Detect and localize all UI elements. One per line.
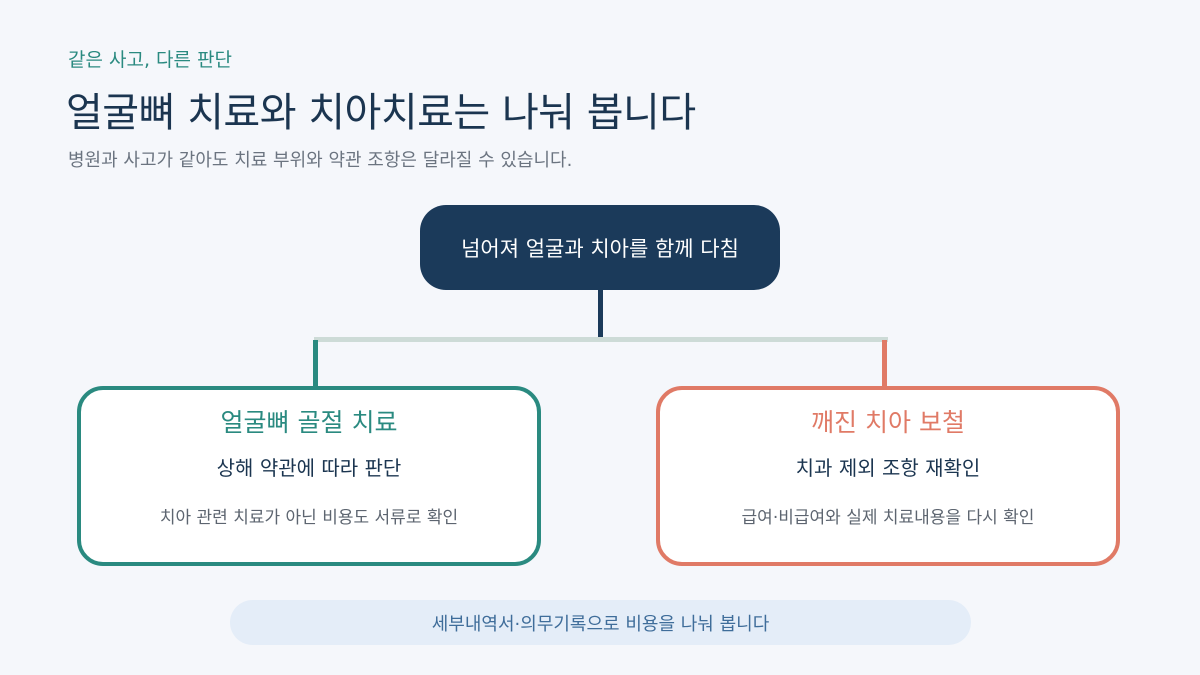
- connector-right-drop: [882, 340, 887, 386]
- footer-pill: 세부내역서·의무기록으로 비용을 나눠 봅니다: [230, 600, 971, 645]
- branch-title: 깨진 치아 보철: [811, 408, 965, 437]
- branch-note: 치아 관련 치료가 아닌 비용도 서류로 확인: [159, 508, 459, 528]
- connector-stem: [598, 290, 603, 337]
- root-node: 넘어져 얼굴과 치아를 함께 다침: [420, 205, 780, 290]
- branch-card-facial-bone: 얼굴뼈 골절 치료 상해 약관에 따라 판단 치아 관련 치료가 아닌 비용도 …: [77, 386, 541, 566]
- footer-text: 세부내역서·의무기록으로 비용을 나눠 봅니다: [431, 613, 770, 635]
- branch-subtitle: 치과 제외 조항 재확인: [795, 456, 981, 480]
- connector-horizontal: [314, 337, 888, 342]
- connector-left-drop: [313, 340, 318, 386]
- page-subtitle: 병원과 사고가 같아도 치료 부위와 약관 조항은 달라질 수 있습니다.: [68, 150, 573, 171]
- branch-card-tooth: 깨진 치아 보철 치과 제외 조항 재확인 급여·비급여와 실제 치료내용을 다…: [656, 386, 1120, 566]
- page-title: 얼굴뼈 치료와 치아치료는 나눠 봅니다: [66, 90, 696, 136]
- branch-subtitle: 상해 약관에 따라 판단: [216, 456, 402, 480]
- root-node-label: 넘어져 얼굴과 치아를 함께 다침: [461, 236, 739, 261]
- eyebrow-text: 같은 사고, 다른 판단: [68, 49, 232, 71]
- branch-note: 급여·비급여와 실제 치료내용을 다시 확인: [741, 508, 1035, 528]
- branch-title: 얼굴뼈 골절 치료: [220, 408, 398, 437]
